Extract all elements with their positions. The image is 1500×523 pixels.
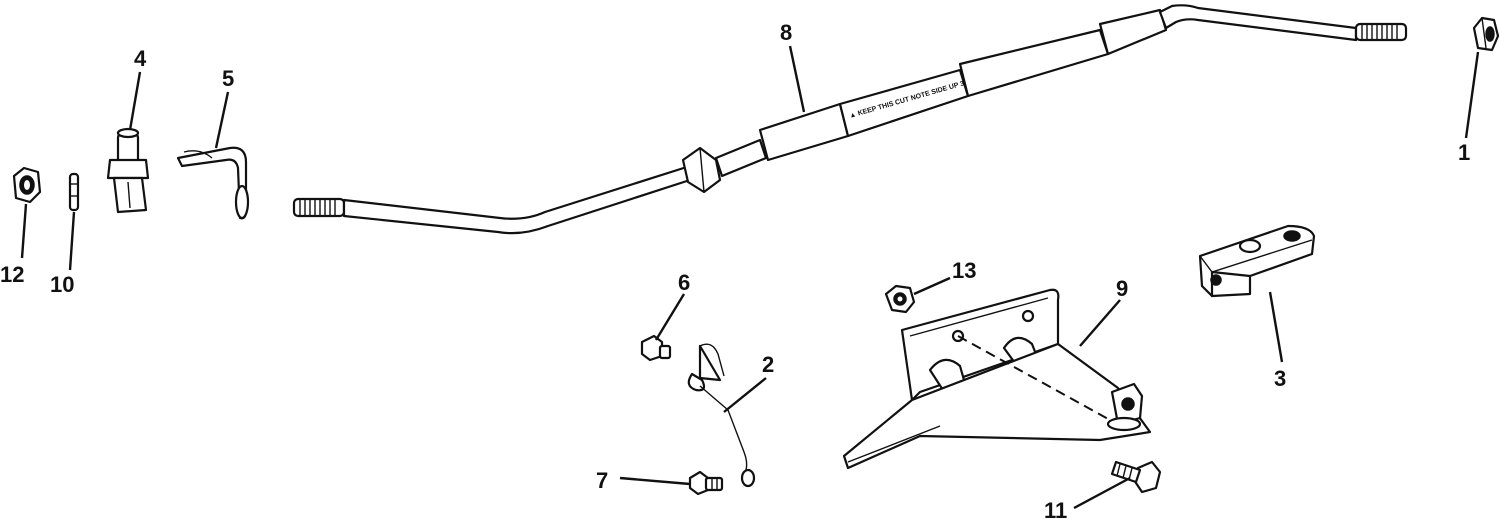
callout-4: 4: [134, 46, 147, 71]
callout-6: 6: [678, 270, 690, 295]
callout-11: 11: [1044, 498, 1067, 523]
part-6-screw: [640, 334, 672, 362]
part-12-nut: [12, 166, 42, 204]
callout-7: 7: [596, 468, 608, 493]
callout-2: 2: [762, 352, 774, 377]
part-11-bolt: [1110, 460, 1162, 494]
callout-10: 10: [50, 272, 74, 297]
part-2-spring-clip: [687, 343, 756, 488]
callout-labels: 1 2 3 4 5 6 7 8 9 10 11 12 13: [0, 20, 1470, 523]
callout-3: 3: [1274, 366, 1286, 391]
part-10-washer: [68, 172, 80, 212]
callout-9: 9: [1116, 276, 1128, 301]
callout-5: 5: [222, 66, 234, 91]
callout-1: 1: [1458, 140, 1470, 165]
leader-lines: [20, 45, 1480, 510]
part-8-cable-rod: ▲ KEEP THIS CUT NOTE SIDE UP 3 IN 7.5 M: [292, 4, 1408, 235]
part-3-clamp-block: [1198, 224, 1316, 298]
callout-13: 13: [952, 258, 976, 283]
part-4-pivot-stud: [106, 127, 150, 214]
part-9-bracket: [842, 288, 1152, 470]
part-7-screw: [688, 470, 724, 496]
callout-8: 8: [780, 20, 792, 45]
part-5-clip: [176, 146, 250, 220]
part-13-nut: [884, 284, 916, 314]
part-1-nut: [1472, 16, 1500, 52]
callout-12: 12: [0, 262, 24, 287]
